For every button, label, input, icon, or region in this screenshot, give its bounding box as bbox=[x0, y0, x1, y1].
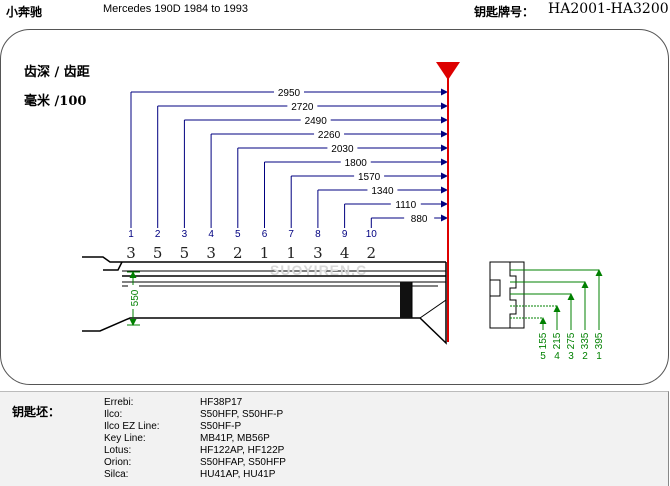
blade-width-value: 550 bbox=[130, 289, 141, 306]
spacing-distance-value: 2720 bbox=[291, 102, 314, 113]
header-bar: 小奔驰 Mercedes 190D 1984 to 1993 钥匙牌号： HA2… bbox=[0, 0, 670, 22]
cut-depth-code: 3 bbox=[313, 244, 323, 262]
key-blank-row: Errebi: HF38P17 bbox=[104, 397, 404, 409]
vehicle-brand: 小奔驰 bbox=[6, 5, 43, 19]
cut-depth-code: 3 bbox=[206, 244, 216, 262]
spacing-position-number: 5 bbox=[235, 229, 241, 240]
spacing-value-background bbox=[404, 212, 435, 224]
spacing-dimensions: 2950 1 2720 2 2490 3 2260 4 2030 5 1800 6 1570 7 1340 8… bbox=[128, 86, 448, 240]
key-blank-code: HF38P17 bbox=[200, 397, 243, 408]
spacing-position-number: 9 bbox=[342, 229, 348, 240]
key-blank-brand: Errebi: bbox=[104, 397, 134, 408]
key-blank-brand: Lotus: bbox=[104, 445, 132, 456]
spacing-position-number: 10 bbox=[366, 229, 378, 240]
spacing-value-background bbox=[340, 156, 371, 168]
depth-value: 395 bbox=[594, 332, 605, 349]
spacing-position-number: 3 bbox=[182, 229, 188, 240]
spacing-value-background bbox=[300, 114, 331, 126]
depth-number: 1 bbox=[596, 351, 602, 362]
spacing-distance-value: 2030 bbox=[331, 144, 354, 155]
key-blank-row: Ilco EZ Line: S50HF-P bbox=[104, 421, 404, 433]
key-blank-code: S50HF-P bbox=[200, 421, 242, 432]
cut-depth-code: 4 bbox=[340, 244, 350, 262]
cut-depth-code: 1 bbox=[286, 244, 296, 262]
spacing-position-number: 7 bbox=[288, 229, 294, 240]
spacing-distance-value: 2950 bbox=[278, 88, 301, 99]
spacing-value-background bbox=[327, 142, 358, 154]
spacing-position-number: 4 bbox=[208, 229, 214, 240]
key-blank-code: HF122AP, HF122P bbox=[200, 445, 285, 456]
key-blank-brand: Orion: bbox=[104, 457, 132, 468]
cut-depth-code: 5 bbox=[153, 244, 163, 262]
spacing-value-background bbox=[287, 100, 318, 112]
key-blank-code: S50HFP, S50HF-P bbox=[200, 409, 284, 420]
watermark-text: SUOYIREN.C bbox=[270, 262, 368, 278]
key-blank-brand: Silca: bbox=[104, 469, 129, 480]
spacing-value-background bbox=[274, 86, 304, 98]
shoulder-stop-marker bbox=[436, 62, 460, 80]
key-blanks-panel bbox=[0, 391, 669, 486]
spacing-distance-value: 2490 bbox=[305, 116, 328, 127]
spacing-position-number: 1 bbox=[128, 229, 134, 240]
cut-depth-code: 5 bbox=[180, 244, 190, 262]
blade-width-dimension bbox=[127, 271, 140, 326]
depth-value: 215 bbox=[552, 332, 563, 349]
key-number-label: 钥匙牌号： bbox=[474, 5, 535, 19]
cut-depth-code: 2 bbox=[233, 244, 243, 262]
key-blank-row: Ilco: S50HFP, S50HF-P bbox=[104, 409, 404, 421]
spacing-position-number: 2 bbox=[155, 229, 161, 240]
key-blade-profile bbox=[82, 256, 447, 345]
spacing-distance-value: 1570 bbox=[358, 172, 381, 183]
key-blank-code: MB41P, MB56P bbox=[200, 433, 270, 444]
key-blank-brand: Key Line: bbox=[104, 433, 146, 444]
spacing-value-background bbox=[367, 184, 398, 196]
depth-value: 335 bbox=[580, 332, 591, 349]
key-blanks-title: 钥匙坯： bbox=[12, 405, 61, 419]
cut-depth-code: 2 bbox=[367, 244, 377, 262]
depth-reference-profile bbox=[489, 261, 525, 329]
spacing-value-background bbox=[390, 198, 421, 210]
key-blank-row: Silca: HU41AP, HU41P bbox=[104, 469, 404, 481]
spacing-distance-value: 880 bbox=[411, 214, 428, 225]
spacing-distance-value: 1340 bbox=[371, 186, 394, 197]
depth-value: 155 bbox=[538, 332, 549, 349]
unit-label: 毫米 /100 bbox=[24, 94, 87, 109]
key-blank-brand: Ilco: bbox=[104, 409, 123, 420]
key-blank-code: S50HFAP, S50HFP bbox=[200, 457, 286, 468]
blade-tip-outline bbox=[411, 281, 447, 319]
key-number-range: HA2001-HA3200 bbox=[548, 1, 669, 17]
depth-spacing-label: 齿深 / 齿距 bbox=[24, 65, 90, 80]
cut-depth-code: 1 bbox=[260, 244, 270, 262]
spacing-distance-value: 1110 bbox=[395, 200, 416, 211]
depth-number: 4 bbox=[554, 351, 560, 362]
key-blank-code: HU41AP, HU41P bbox=[200, 469, 276, 480]
blade-tip-block bbox=[400, 282, 412, 318]
depth-value: 275 bbox=[566, 332, 577, 349]
key-blank-brand: Ilco EZ Line: bbox=[104, 421, 160, 432]
depth-number: 5 bbox=[540, 351, 546, 362]
key-blank-row: Lotus: HF122AP, HF122P bbox=[104, 445, 404, 457]
spacing-distance-value: 2260 bbox=[318, 130, 341, 141]
spacing-distance-value: 1800 bbox=[345, 158, 368, 169]
cut-depth-code: 3 bbox=[126, 244, 136, 262]
key-blank-row: Key Line: MB41P, MB56P bbox=[104, 433, 404, 445]
spacing-value-background bbox=[314, 128, 345, 140]
depth-number: 3 bbox=[568, 351, 574, 362]
spacing-position-number: 6 bbox=[262, 229, 268, 240]
depth-number: 2 bbox=[582, 351, 588, 362]
vehicle-model: Mercedes 190D 1984 to 1993 bbox=[103, 3, 248, 15]
key-blank-row: Orion: S50HFAP, S50HFP bbox=[104, 457, 404, 469]
depth-reference-dimensions: 155 5 215 4 275 3 335 2 395 1 bbox=[510, 269, 605, 362]
spacing-position-number: 8 bbox=[315, 229, 321, 240]
spacing-value-background bbox=[354, 170, 385, 182]
